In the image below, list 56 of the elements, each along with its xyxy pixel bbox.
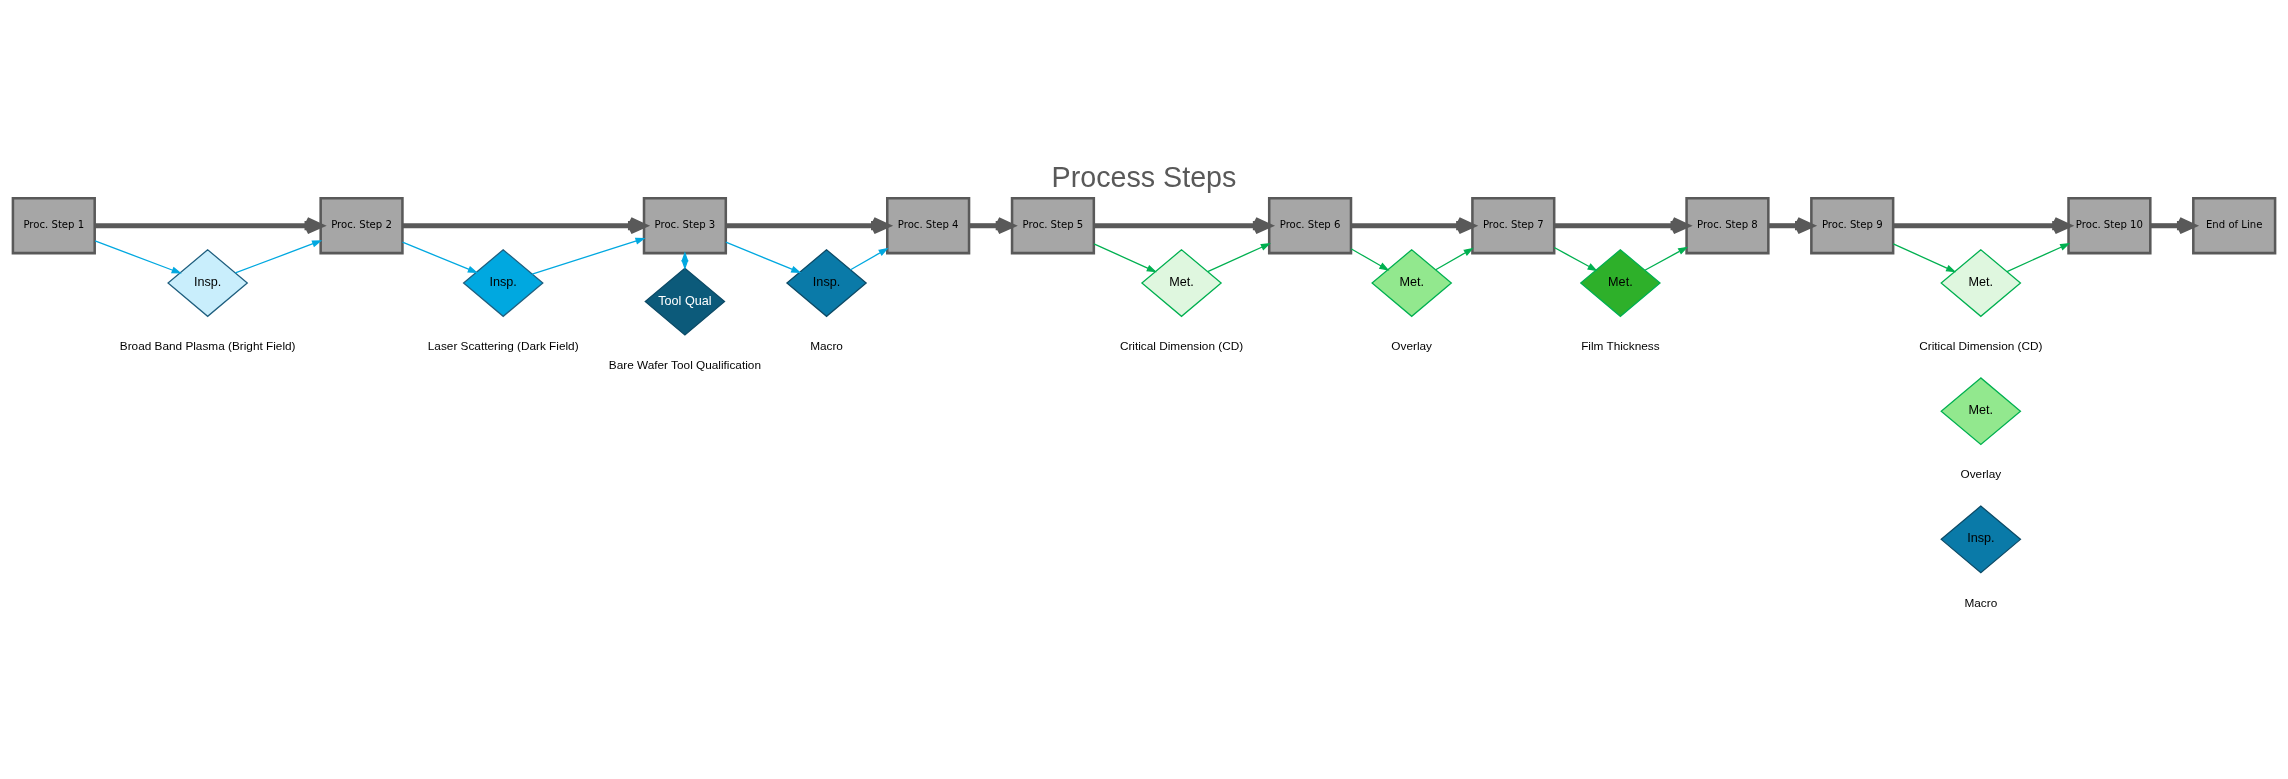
node-label: Laser Scattering (Dark Field) bbox=[427, 339, 579, 354]
arrow bbox=[1435, 247, 1474, 271]
arrow bbox=[401, 241, 478, 274]
node-box: Proc. Step 1 bbox=[11, 197, 96, 255]
arrow bbox=[849, 247, 889, 271]
arrow bbox=[1644, 246, 1689, 271]
node-label: Overlay bbox=[1391, 339, 1433, 354]
arrow bbox=[1350, 248, 1390, 271]
node-diamond: Insp. bbox=[785, 248, 868, 318]
arrow bbox=[1893, 217, 2071, 235]
node-box: End of Line bbox=[2192, 197, 2277, 255]
node-diamond: Met. bbox=[1940, 377, 2022, 446]
node-diamond: Met. bbox=[1371, 248, 1453, 318]
arrow bbox=[969, 217, 1015, 235]
arrow bbox=[94, 240, 182, 274]
node-label: Critical Dimension (CD) bbox=[1919, 339, 2043, 354]
arrow bbox=[1554, 217, 1690, 235]
node-diamond: Met. bbox=[1140, 248, 1223, 318]
node-diamond: Insp. bbox=[167, 248, 249, 318]
diagram-title: Process Steps bbox=[1051, 160, 1237, 193]
node-label: Overlay bbox=[1960, 467, 2002, 482]
arrow bbox=[1207, 243, 1271, 273]
arrow bbox=[1094, 217, 1272, 235]
arrow bbox=[234, 240, 323, 274]
arrow bbox=[1892, 243, 1957, 273]
arrow bbox=[1351, 217, 1475, 235]
arrow bbox=[402, 217, 647, 235]
node-diamond: Insp. bbox=[1940, 505, 2022, 574]
node-label: Broad Band Plasma (Bright Field) bbox=[119, 339, 296, 354]
node-label: Macro bbox=[810, 339, 843, 354]
arrow bbox=[1093, 243, 1157, 273]
node-box: Proc. Step 6 bbox=[1267, 197, 1353, 255]
node-box: Proc. Step 4 bbox=[886, 197, 971, 255]
node-diamond: Insp. bbox=[462, 248, 544, 318]
arrow bbox=[531, 237, 646, 275]
node-box: Proc. Step 8 bbox=[1685, 197, 1770, 255]
node-box: Proc. Step 7 bbox=[1471, 197, 1556, 255]
arrow bbox=[1553, 246, 1598, 272]
arrow bbox=[94, 217, 324, 235]
arrow bbox=[1768, 217, 1814, 235]
node-diamond: Tool Qual bbox=[644, 267, 726, 336]
node-diamond: Met. bbox=[1579, 248, 1661, 318]
node-box: Proc. Step 5 bbox=[1010, 197, 1096, 255]
arrow bbox=[2006, 243, 2071, 273]
node-box: Proc. Step 10 bbox=[2067, 197, 2152, 255]
node-label: Macro bbox=[1964, 595, 1998, 610]
node-label: Bare Wafer Tool Qualification bbox=[608, 357, 761, 372]
arrow bbox=[2150, 217, 2196, 235]
node-label: Film Thickness bbox=[1581, 339, 1660, 354]
arrow bbox=[725, 217, 890, 235]
node-box: Proc. Step 2 bbox=[319, 197, 404, 255]
node-box: Proc. Step 3 bbox=[642, 197, 728, 255]
node-box: Proc. Step 9 bbox=[1810, 197, 1895, 255]
arrow bbox=[725, 241, 802, 274]
node-diamond: Met. bbox=[1940, 248, 2022, 318]
node-label: Critical Dimension (CD) bbox=[1119, 339, 1244, 354]
